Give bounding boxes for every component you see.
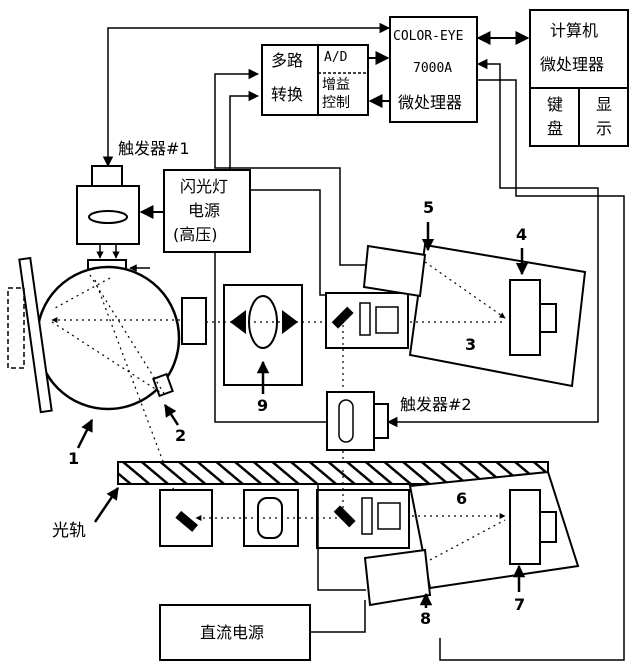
lower-detector-head bbox=[363, 548, 432, 607]
callout-9: 9 bbox=[257, 396, 269, 415]
link-coloreye-lower bbox=[439, 79, 625, 661]
color-eye-label-line1: COLOR-EYE bbox=[393, 29, 464, 44]
link-flashpower-trigger2 bbox=[214, 252, 326, 423]
trigger1-cap bbox=[91, 165, 123, 187]
link-detector-mux-upper bbox=[214, 68, 367, 266]
display-label-line1: 显 bbox=[596, 95, 613, 114]
lower-ccd-pin bbox=[539, 511, 557, 543]
link-rail-lower bbox=[317, 484, 366, 591]
keyboard-label-line1: 键 bbox=[547, 95, 564, 114]
computer-box bbox=[529, 9, 629, 89]
flash-power-line1: 闪光灯 bbox=[180, 177, 229, 196]
link-coloreye-trigger2 bbox=[386, 58, 599, 428]
mux-label-line2: 转换 bbox=[271, 85, 304, 104]
computer-label-line1: 计算机 bbox=[550, 21, 599, 40]
adc-label: A/D bbox=[324, 50, 348, 65]
rail-label: 光轨 bbox=[52, 521, 86, 541]
display-box bbox=[578, 87, 629, 147]
upper-detector-head bbox=[362, 244, 427, 298]
callout-4: 4 bbox=[516, 225, 528, 244]
callout-2: 2 bbox=[175, 426, 187, 445]
sample-plate bbox=[18, 256, 53, 414]
flash-tube bbox=[88, 210, 128, 224]
link-coloreye-trigger1 bbox=[102, 22, 391, 168]
flash-power-box bbox=[163, 169, 251, 253]
upper-spectro-ray-1 bbox=[424, 261, 506, 319]
lower-ccd bbox=[509, 489, 541, 565]
link-dcpower-detector bbox=[310, 600, 366, 633]
sample-dashed bbox=[7, 287, 25, 369]
trigger2-label: 触发器#2 bbox=[400, 395, 472, 414]
trigger2-window bbox=[338, 399, 354, 443]
mux-label-line1: 多路 bbox=[271, 51, 304, 70]
display-label-line2: 示 bbox=[596, 119, 613, 138]
keyboard-label-line2: 盘 bbox=[547, 119, 564, 138]
flash-power-line2: 电源 bbox=[188, 201, 221, 220]
callout-3: 3 bbox=[465, 335, 477, 354]
lower-mirror-right bbox=[333, 505, 356, 528]
dc-power-label: 直流电源 bbox=[200, 623, 265, 642]
gain-label-line1: 增益 bbox=[322, 77, 350, 93]
upper-lens-1 bbox=[181, 297, 207, 345]
lower-splitter-2 bbox=[377, 502, 401, 530]
callout-arrow-2 bbox=[163, 403, 180, 426]
callout-7: 7 bbox=[514, 595, 526, 614]
sphere-ray-c bbox=[54, 277, 111, 309]
upper-splitter-2 bbox=[375, 306, 399, 334]
callout-1: 1 bbox=[68, 449, 80, 468]
upper-ccd bbox=[509, 279, 541, 356]
color-eye-label-line2: 7000A bbox=[413, 61, 453, 76]
keyboard-box bbox=[529, 87, 580, 147]
lower-spectro-ray-2 bbox=[429, 519, 506, 561]
callout-6: 6 bbox=[456, 489, 468, 508]
gain-label-line2: 控制 bbox=[322, 95, 350, 111]
lower-mirror-left bbox=[175, 510, 198, 532]
callout-5: 5 bbox=[423, 198, 435, 217]
callout-arrow-rail bbox=[93, 486, 120, 523]
callout-8: 8 bbox=[420, 609, 432, 628]
upper-mirror bbox=[331, 306, 354, 329]
computer-label-line2: 微处理器 bbox=[540, 55, 605, 74]
upper-splitter-1 bbox=[359, 302, 371, 336]
flash-power-line3: (高压) bbox=[173, 225, 218, 244]
upper-spectrometer bbox=[408, 243, 587, 388]
trigger2-side bbox=[373, 403, 389, 439]
lower-splitter-1 bbox=[361, 497, 373, 535]
color-eye-label-line3: 微处理器 bbox=[398, 93, 463, 112]
trigger1-label: 触发器#1 bbox=[118, 139, 190, 158]
dc-power-box bbox=[159, 604, 311, 661]
callout-arrow-1 bbox=[76, 418, 94, 449]
upper-ccd-pin bbox=[539, 303, 557, 333]
